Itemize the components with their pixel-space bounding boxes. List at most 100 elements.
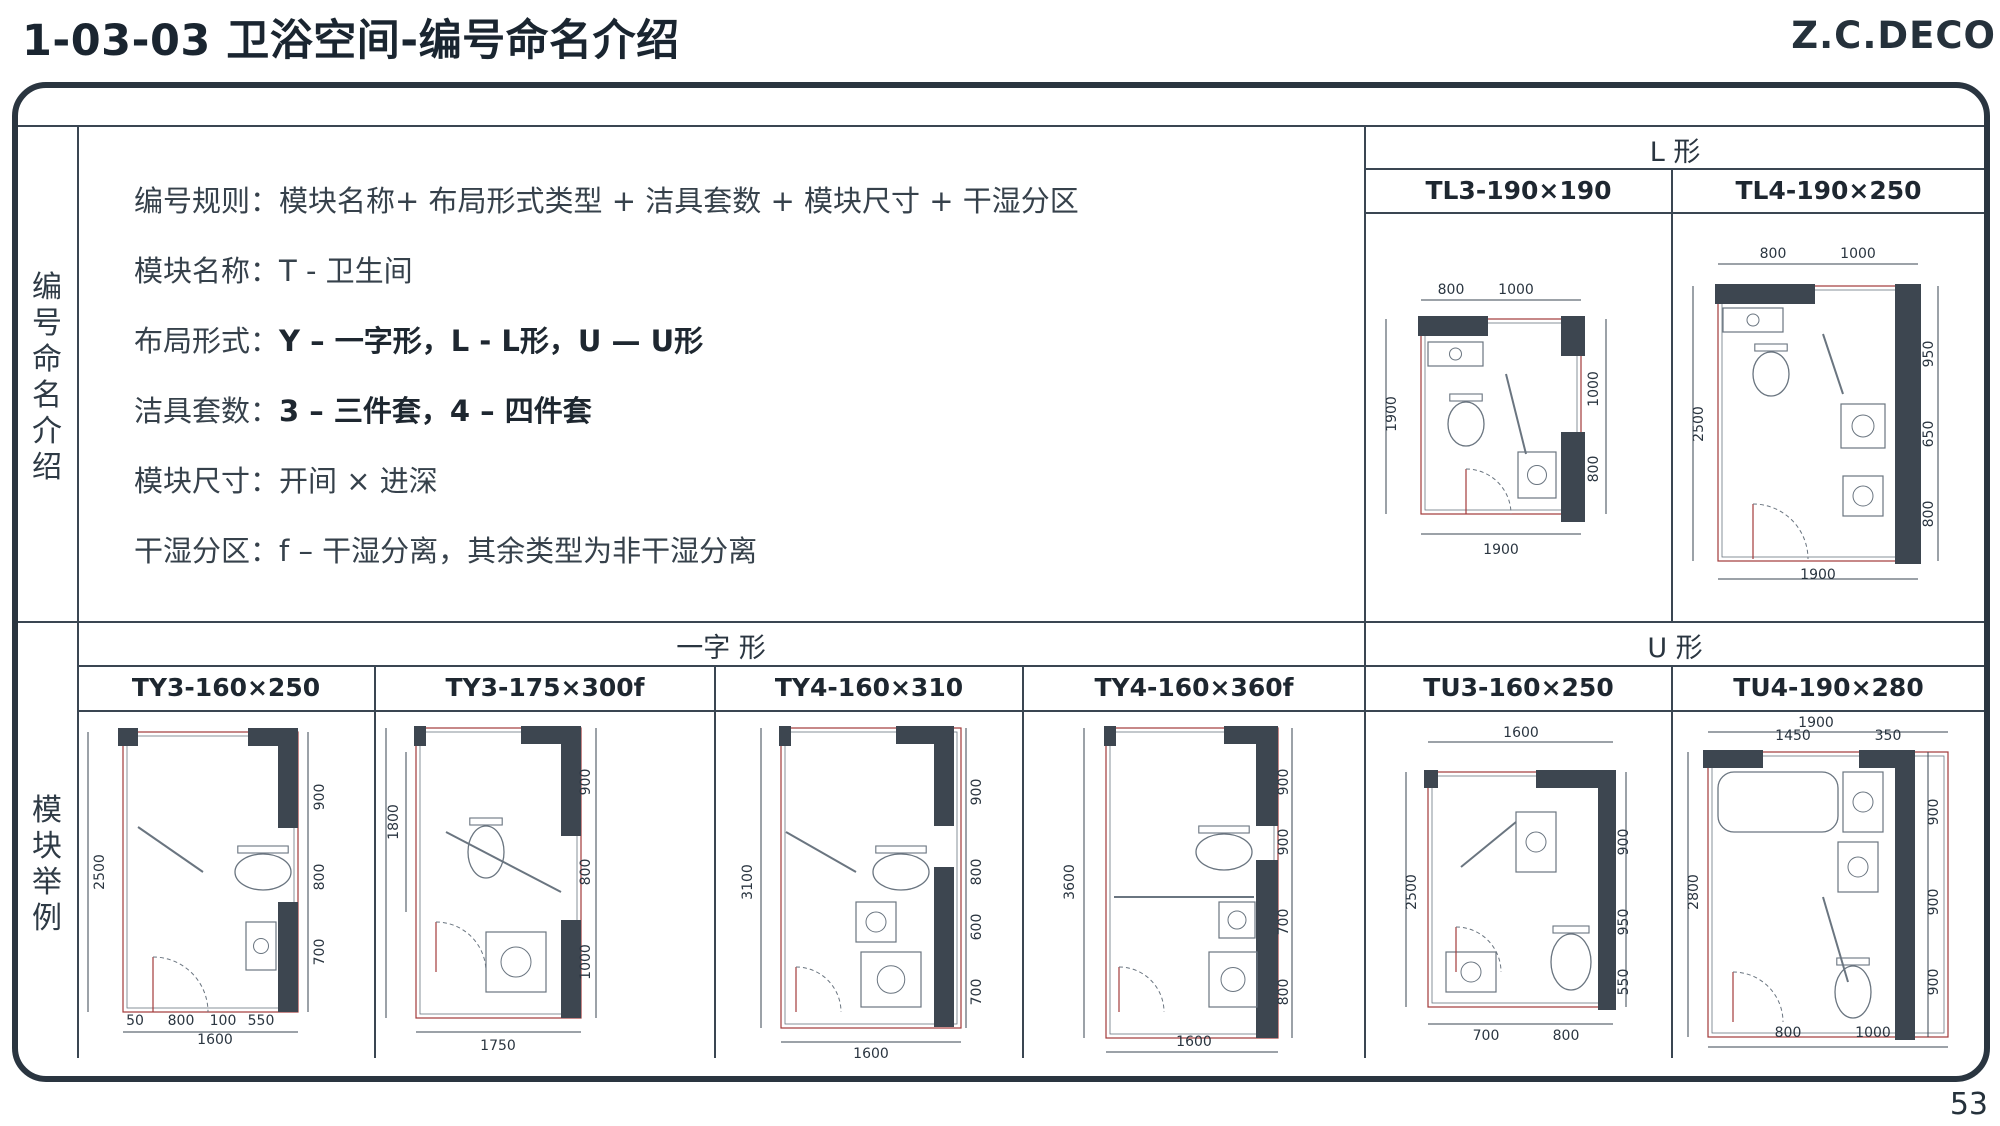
- dimension-label: 1800: [386, 804, 402, 840]
- door-swing-arc: [435, 921, 487, 973]
- content-frame: [12, 82, 1990, 1082]
- dimension-label: 3100: [740, 864, 756, 900]
- dimension-label: 600: [969, 914, 985, 941]
- dimension-label: 1900: [1384, 396, 1400, 432]
- dimension-label: 1600: [197, 1032, 233, 1048]
- plan-code-tl3: TL3-190×190: [1425, 176, 1612, 205]
- grid-line: [78, 665, 1984, 667]
- door-swing-arc: [795, 966, 842, 1013]
- room-inner-line: [1711, 755, 1945, 1034]
- room-outline: [1717, 285, 1919, 562]
- page-title: 1-03-03 卫浴空间-编号命名介绍: [22, 16, 680, 66]
- side-label-naming: 编号命名介绍: [32, 270, 62, 485]
- dimension-label: 950: [1921, 341, 1937, 368]
- wall-block: [561, 920, 581, 1018]
- glass-partition: [445, 831, 562, 893]
- grid-line: [18, 621, 1984, 623]
- vanity-symbol: [1837, 841, 1879, 893]
- dimension-label: 2500: [92, 854, 108, 890]
- wall-block: [118, 728, 138, 746]
- wall-block: [278, 728, 298, 828]
- basin-symbol: [1847, 856, 1869, 878]
- bathtub-symbol: [1717, 771, 1839, 833]
- glass-partition: [1460, 821, 1517, 868]
- wall-block: [1104, 726, 1116, 746]
- vanity-symbol: [1218, 901, 1256, 939]
- dimension-label: 1750: [480, 1038, 516, 1054]
- dimension-label: 900: [1926, 799, 1942, 826]
- basin-symbol: [1852, 485, 1874, 507]
- dimension-label: 550: [1616, 969, 1632, 996]
- grid-line: [1366, 212, 1984, 214]
- section-yi-shape: 一字 形: [676, 633, 766, 664]
- door-swing-arc: [152, 956, 209, 1013]
- basin-symbol: [1227, 910, 1247, 930]
- glass-partition: [1822, 333, 1844, 395]
- rule-size: 模块尺寸：开间 × 进深: [134, 464, 438, 498]
- plan-code-tl4: TL4-190×250: [1735, 176, 1922, 205]
- section-u-shape: U 形: [1647, 633, 1703, 664]
- toilet-symbol: [1752, 351, 1790, 397]
- dimension-label: 3600: [1062, 864, 1078, 900]
- room-inner-line: [126, 735, 295, 1009]
- vanity-symbol: [1445, 951, 1497, 993]
- dimension-label: 650: [1921, 421, 1937, 448]
- dimension-label: 900: [1616, 829, 1632, 856]
- dimension-label: 800: [1276, 979, 1292, 1006]
- wall-block: [278, 902, 298, 1012]
- vanity-symbol: [1842, 771, 1884, 833]
- room-inner-line: [1431, 775, 1610, 1004]
- basin-symbol: [1746, 313, 1760, 327]
- brand-logo-text: Z.C.DECO: [1791, 14, 1996, 57]
- rule-module-name: 模块名称：T - 卫生间: [134, 254, 413, 288]
- wall-block: [1418, 316, 1488, 336]
- wall-block: [779, 726, 791, 746]
- dimension-label: 1600: [853, 1046, 889, 1058]
- grid-line: [77, 125, 79, 1058]
- grid-line: [78, 710, 1984, 712]
- dimension-label: 900: [1926, 889, 1942, 916]
- basin-symbol: [1525, 831, 1547, 853]
- dimension-label: 900: [578, 769, 594, 796]
- dimension-label: 1900: [1800, 567, 1836, 583]
- basin-symbol: [1460, 961, 1482, 983]
- grid-line: [1671, 665, 1673, 1058]
- rule-fixtures: 洁具套数：3 – 三件套，4 – 四件套: [134, 394, 592, 428]
- dimension-label: 50: [126, 1013, 144, 1029]
- vanity-symbol: [1840, 403, 1886, 449]
- wall-block: [1895, 750, 1915, 1040]
- dimension-label: 900: [1276, 829, 1292, 856]
- rule-wet-dry: 干湿分区：f – 干湿分离，其余类型为非干湿分离: [134, 534, 758, 568]
- vanity-symbol: [860, 951, 922, 1008]
- toilet-tank: [237, 845, 289, 854]
- dimension-label: 800: [1775, 1025, 1802, 1041]
- basin-symbol: [865, 911, 887, 933]
- basin-symbol: [253, 938, 269, 954]
- vanity-symbol: [1515, 811, 1557, 873]
- dimension-label: 1600: [1176, 1034, 1212, 1050]
- wall-block: [561, 726, 581, 836]
- plan-code-tu4: TU4-190×280: [1733, 673, 1924, 702]
- dimension-label: 1900: [1798, 715, 1834, 731]
- wall-block: [934, 726, 954, 826]
- dimension-label: 900: [1926, 969, 1942, 996]
- room-outline: [1420, 318, 1582, 515]
- room-inner-line: [419, 731, 578, 1015]
- toilet-symbol: [1550, 933, 1592, 991]
- toilet-symbol: [872, 853, 930, 891]
- vanity-symbol: [1842, 475, 1884, 517]
- toilet-tank: [1552, 925, 1590, 934]
- dimension-label: 800: [1438, 282, 1465, 298]
- room-outline: [122, 731, 299, 1013]
- wall-block: [1561, 316, 1585, 356]
- door-swing-arc: [1118, 966, 1165, 1013]
- wall-block: [1561, 432, 1585, 522]
- page-number: 53: [1949, 1087, 1988, 1122]
- room-outline: [415, 727, 582, 1019]
- dimension-label: 1600: [1503, 725, 1539, 741]
- rule-code: 编号规则：模块名称+ 布局形式类型 + 洁具套数 + 模块尺寸 + 干湿分区: [134, 184, 1079, 218]
